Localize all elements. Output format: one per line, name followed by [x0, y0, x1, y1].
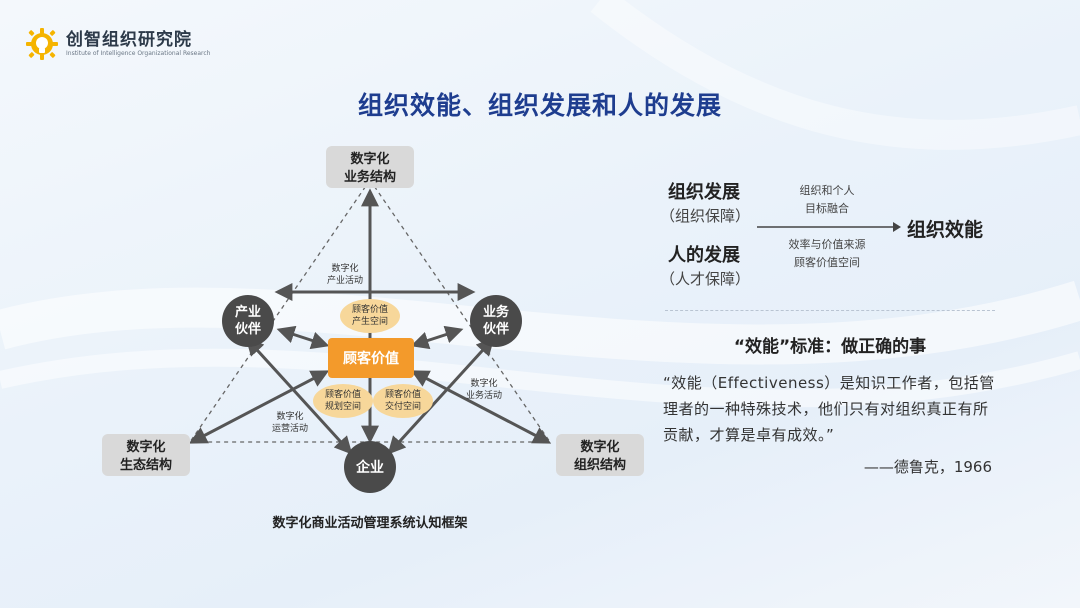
oval-value-planning [313, 384, 373, 418]
oval-value-creation-line2: 产生空间 [352, 315, 388, 327]
people-development-label: 人的发展 [668, 245, 740, 266]
relation-arrow [757, 222, 901, 232]
node-organization-structure [556, 434, 644, 476]
node-business-structure-line2: 业务结构 [344, 169, 396, 185]
label-operation-activity-line2: 运营活动 [272, 422, 308, 434]
oval-value-creation-line1: 顾客价值 [352, 303, 388, 315]
node-business-structure-line1: 数字化 [350, 151, 389, 167]
node-business-partner-line2: 伙伴 [483, 321, 509, 337]
page-title: 组织效能、组织发展和人的发展 [357, 91, 722, 120]
label-industry-activity-line1: 数字化 [331, 262, 358, 274]
arrow-right-partner [410, 325, 464, 350]
node-organization-structure-line1: 数字化 [580, 439, 619, 455]
section-divider [665, 310, 995, 311]
logo: 创智组织研究院 Institute of Intelligence Organi… [24, 26, 210, 62]
oval-value-delivery-line2: 交付空间 [385, 400, 421, 412]
arrow-left-partner-enterprise [245, 337, 353, 455]
above-arrow-line2: 目标融合 [805, 202, 849, 215]
below-arrow-line2: 顾客价值空间 [794, 256, 860, 269]
oval-value-delivery-line1: 顾客价值 [385, 388, 421, 400]
oval-value-creation [340, 299, 400, 333]
diagram-caption: 数字化商业活动管理系统认知框架 [272, 516, 468, 531]
node-business-partner [470, 295, 522, 347]
org-development-label: 组织发展 [668, 182, 740, 203]
org-development-sub: （组织保障） [660, 207, 751, 225]
node-business-structure [326, 146, 414, 188]
oval-value-planning-line1: 顾客价值 [325, 388, 361, 400]
label-business-activity-line1: 数字化 [470, 377, 497, 389]
label-business-activity-line2: 业务活动 [466, 389, 502, 401]
label-industry-activity-line2: 产业活动 [327, 274, 363, 286]
center-customer-value-label: 顾客价值 [343, 350, 399, 367]
framework-diagram: 数字化 业务结构 数字化 生态结构 数字化 组织结构 产业 伙伴 业务 伙伴 企… [102, 146, 644, 493]
arrow-left-partner [276, 325, 330, 350]
below-arrow-line1: 效率与价值来源 [788, 238, 866, 251]
lightbulb-gear-icon [26, 28, 58, 60]
drucker-quote: “效能（Effectiveness）是知识工作者，包括管理者的一种特殊技术，他们… [663, 374, 995, 444]
node-ecosystem-structure-line1: 数字化 [126, 439, 165, 455]
standard-title: “效能”标准：做正确的事 [733, 337, 927, 357]
node-ecosystem-structure [102, 434, 190, 476]
below-arrow-text: 效率与价值来源 顾客价值空间 [767, 236, 887, 272]
logo-name: 创智组织研究院 [66, 29, 192, 50]
oval-value-planning-line2: 规划空间 [325, 400, 361, 412]
node-enterprise [344, 441, 396, 493]
node-ecosystem-structure-line2: 生态结构 [120, 457, 172, 473]
node-industry-partner-line1: 产业 [235, 304, 261, 320]
people-development-sub: （人才保障） [660, 270, 751, 288]
node-industry-partner-line2: 伙伴 [235, 321, 261, 337]
label-operation-activity-line1: 数字化 [276, 410, 303, 422]
node-organization-structure-line2: 组织结构 [574, 457, 626, 473]
org-effectiveness-label: 组织效能 [907, 219, 984, 241]
logo-subtitle: Institute of Intelligence Organizational… [66, 49, 211, 57]
node-enterprise-label: 企业 [355, 459, 384, 476]
node-business-partner-line1: 业务 [483, 304, 510, 320]
oval-value-delivery [373, 384, 433, 418]
above-arrow-text: 组织和个人 目标融合 [767, 182, 887, 218]
above-arrow-line1: 组织和个人 [799, 184, 855, 197]
node-industry-partner [222, 295, 274, 347]
quote-author: ——德鲁克，1966 [863, 458, 992, 476]
arrow-right-partner-enterprise [387, 337, 495, 455]
center-customer-value [328, 338, 414, 378]
